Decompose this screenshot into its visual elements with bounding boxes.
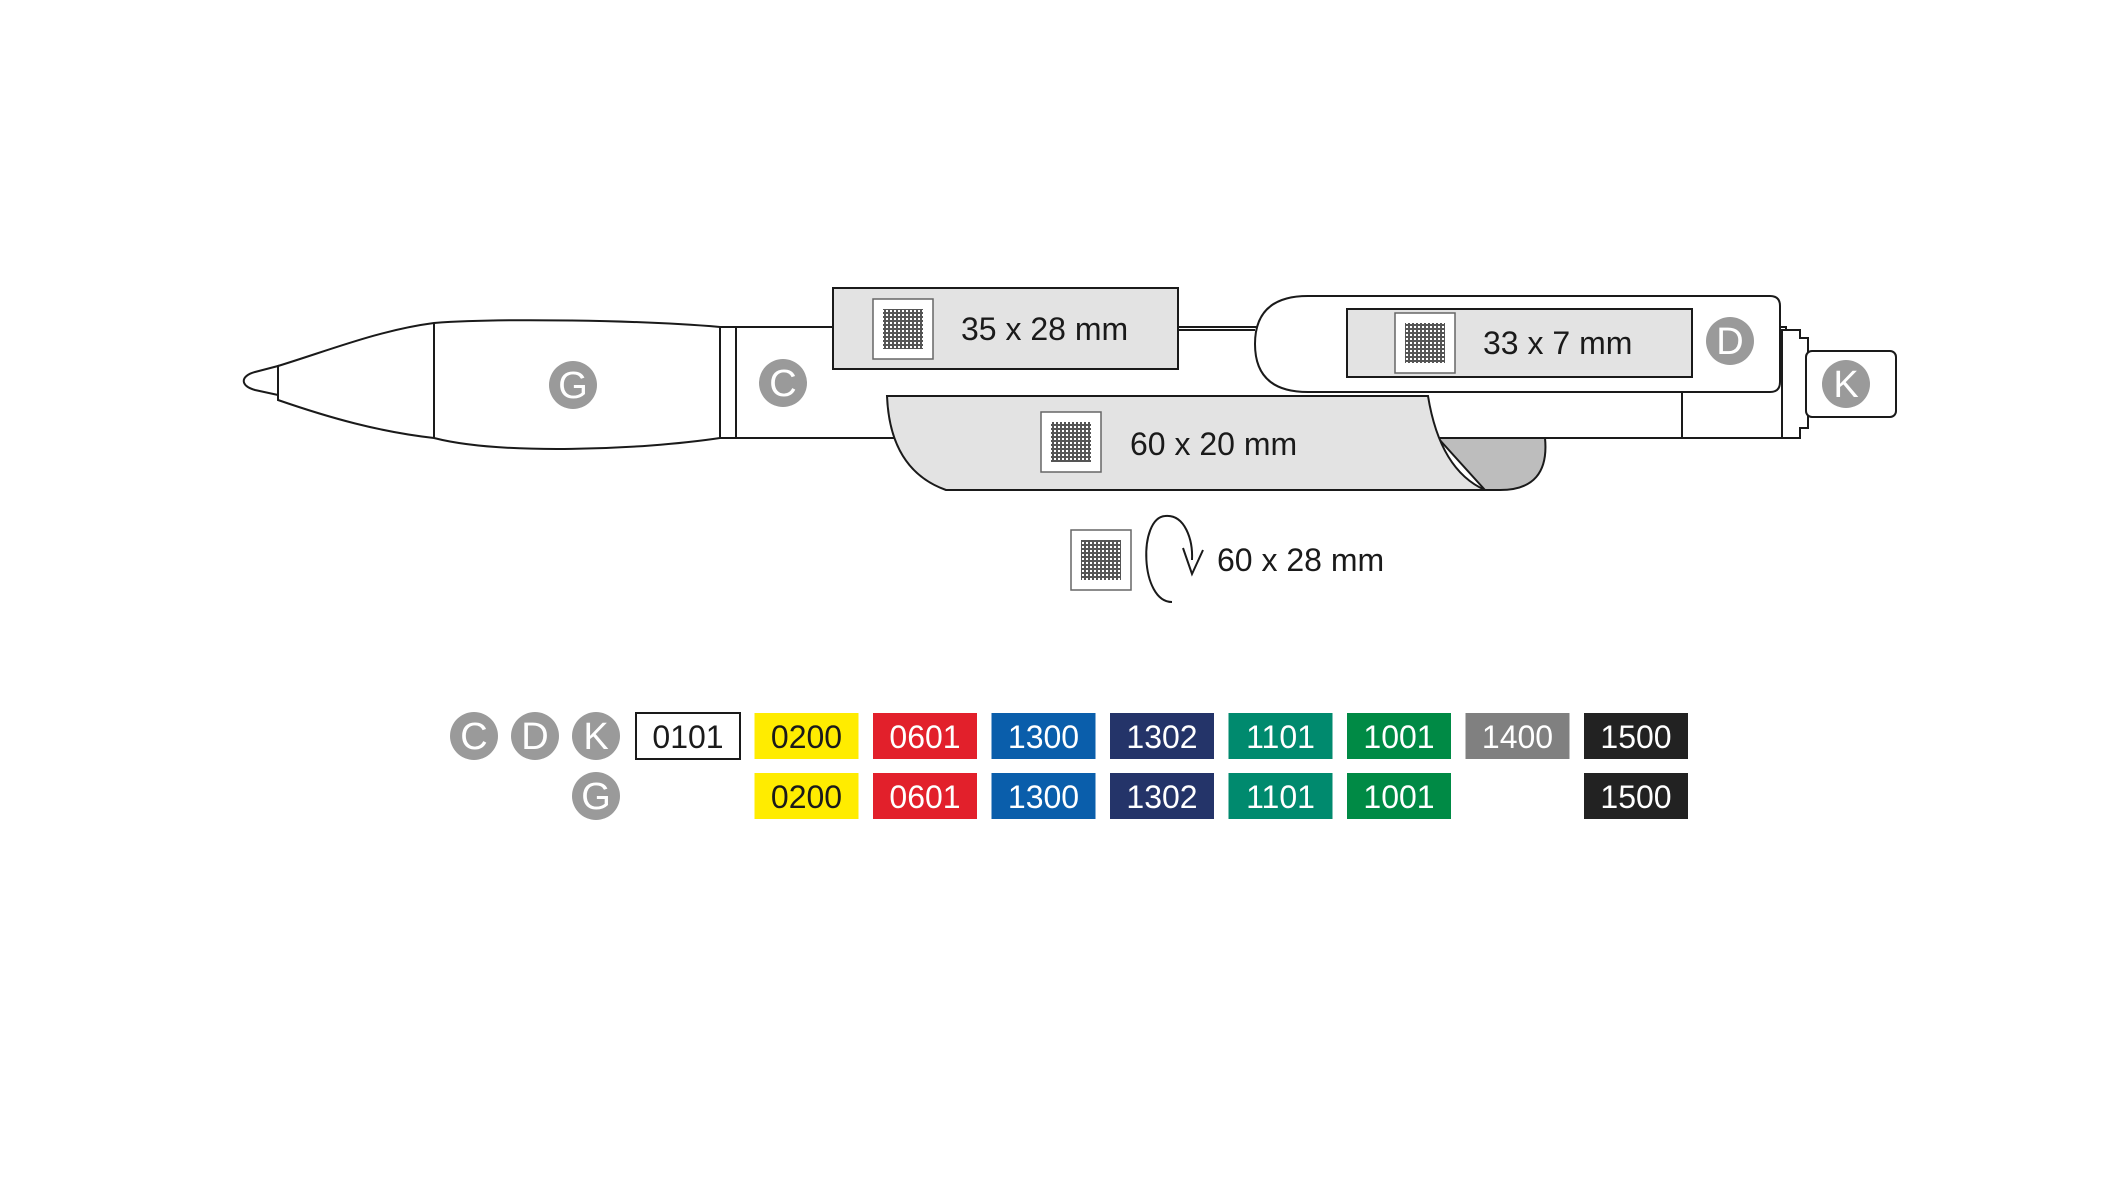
table-part-marker-c: C	[450, 712, 498, 760]
svg-text:0101: 0101	[652, 719, 723, 755]
color-swatch-1400: 1400	[1465, 713, 1570, 759]
color-swatch-0601: 0601	[873, 713, 977, 759]
pen-end-cap	[1781, 329, 1809, 439]
color-swatch-1500: 1500	[1584, 773, 1688, 819]
svg-text:G: G	[558, 365, 588, 407]
svg-text:0601: 0601	[889, 719, 960, 755]
svg-text:1300: 1300	[1008, 719, 1079, 755]
color-swatch-1101: 1101	[1228, 713, 1333, 759]
svg-text:K: K	[583, 716, 608, 758]
table-part-marker-d: D	[511, 712, 559, 760]
barrel-wrap-shadow	[1435, 437, 1547, 491]
svg-text:D: D	[521, 716, 548, 758]
rotary-area-label: 60 x 28 mm	[1217, 542, 1384, 578]
clip-area-label: 33 x 7 mm	[1483, 325, 1632, 361]
barrel-area-label: 60 x 20 mm	[1130, 426, 1297, 462]
color-swatch-0200: 0200	[754, 713, 859, 759]
color-swatch-1302: 1302	[1110, 773, 1214, 819]
barrel-wrap-band	[885, 395, 1486, 491]
color-swatch-1500: 1500	[1584, 713, 1688, 759]
table-part-marker-g: G	[572, 772, 620, 820]
color-swatch-0601: 0601	[873, 773, 977, 819]
svg-text:1001: 1001	[1363, 719, 1434, 755]
color-swatch-1001: 1001	[1347, 713, 1451, 759]
pen-grip	[277, 319, 721, 450]
svg-text:1302: 1302	[1126, 719, 1197, 755]
rotary-print-area: 60 x 28 mm	[1070, 514, 1384, 603]
svg-text:1302: 1302	[1126, 779, 1197, 815]
marker-button: K	[1822, 360, 1870, 408]
color-swatch-1300: 1300	[991, 713, 1096, 759]
svg-text:1300: 1300	[1008, 779, 1079, 815]
color-swatch-1101: 1101	[1228, 773, 1333, 819]
barrel-print-area: 60 x 20 mm	[885, 395, 1547, 491]
rotary-area-grid	[1081, 540, 1121, 580]
svg-text:1500: 1500	[1600, 779, 1671, 815]
marker-clip: D	[1706, 317, 1754, 365]
rotate-arrow-icon	[1145, 514, 1194, 603]
svg-text:C: C	[460, 716, 487, 758]
marker-barrel: C	[759, 359, 807, 407]
color-swatch-1300: 1300	[991, 773, 1096, 819]
rotate-arrow-head-icon	[1182, 547, 1204, 577]
svg-text:1400: 1400	[1482, 719, 1553, 755]
svg-text:0200: 0200	[771, 779, 842, 815]
clip-area-grid	[1405, 323, 1445, 363]
pen-ring	[719, 326, 737, 439]
svg-text:1500: 1500	[1600, 719, 1671, 755]
svg-text:G: G	[581, 776, 611, 818]
marker-grip: G	[549, 361, 597, 409]
svg-text:D: D	[1716, 321, 1743, 363]
svg-text:1101: 1101	[1246, 719, 1315, 755]
svg-text:C: C	[769, 363, 796, 405]
barrel-area-grid	[1051, 422, 1091, 462]
top-clip-print-area: 35 x 28 mm	[832, 287, 1179, 370]
svg-text:0200: 0200	[771, 719, 842, 755]
svg-text:1101: 1101	[1246, 779, 1315, 815]
top-area-grid	[883, 309, 923, 349]
color-swatch-1001: 1001	[1347, 773, 1451, 819]
pen-tip	[242, 364, 279, 397]
svg-text:0601: 0601	[889, 779, 960, 815]
svg-text:K: K	[1833, 364, 1858, 406]
color-swatch-1302: 1302	[1110, 713, 1214, 759]
color-swatch-0200: 0200	[754, 773, 859, 819]
color-swatch-0101: 0101	[635, 712, 741, 760]
clip-print-area: 33 x 7 mm	[1346, 308, 1693, 378]
table-part-marker-k: K	[572, 712, 620, 760]
top-area-label: 35 x 28 mm	[961, 311, 1128, 347]
svg-text:1001: 1001	[1363, 779, 1434, 815]
